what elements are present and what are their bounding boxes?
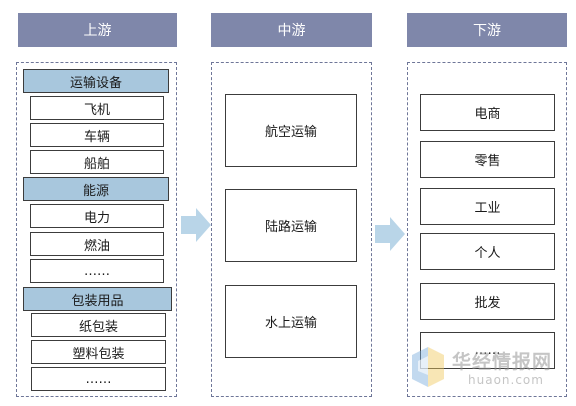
- upstream-item: ……: [30, 259, 164, 283]
- midstream-item-air: 航空运输: [225, 94, 357, 167]
- downstream-item: 电商: [420, 94, 555, 131]
- upstream-group-transport-equipment: 运输设备: [23, 69, 169, 93]
- downstream-item: 个人: [420, 233, 555, 270]
- upstream-item: 塑料包装: [31, 340, 166, 364]
- huajing-logo-icon: [412, 347, 444, 387]
- upstream-item: 船舶: [30, 150, 164, 174]
- upstream-group-energy: 能源: [23, 177, 169, 201]
- downstream-item: 工业: [420, 188, 555, 225]
- downstream-item: 零售: [420, 141, 555, 178]
- right-arrow-icon: [181, 208, 211, 242]
- upstream-header: 上游: [18, 13, 177, 47]
- upstream-group-packaging: 包装用品: [23, 287, 172, 311]
- watermark-name: 华经情报网: [452, 351, 553, 373]
- upstream-container: [16, 62, 177, 397]
- upstream-item: 车辆: [30, 123, 164, 147]
- midstream-item-water: 水上运输: [225, 285, 357, 358]
- upstream-item: ……: [31, 367, 166, 391]
- upstream-item: 飞机: [30, 96, 164, 120]
- midstream-item-road: 陆路运输: [225, 189, 357, 262]
- upstream-item: 燃油: [30, 232, 164, 256]
- downstream-item: ……: [420, 332, 555, 369]
- watermark-url: huaon.com: [468, 373, 544, 387]
- midstream-container: [211, 62, 372, 397]
- right-arrow-icon: [375, 217, 405, 251]
- upstream-item: 纸包装: [31, 313, 166, 337]
- downstream-item: 批发: [420, 283, 555, 320]
- midstream-header: 中游: [211, 13, 372, 47]
- upstream-item: 电力: [30, 204, 164, 228]
- downstream-header: 下游: [407, 13, 567, 47]
- downstream-container: [407, 62, 567, 397]
